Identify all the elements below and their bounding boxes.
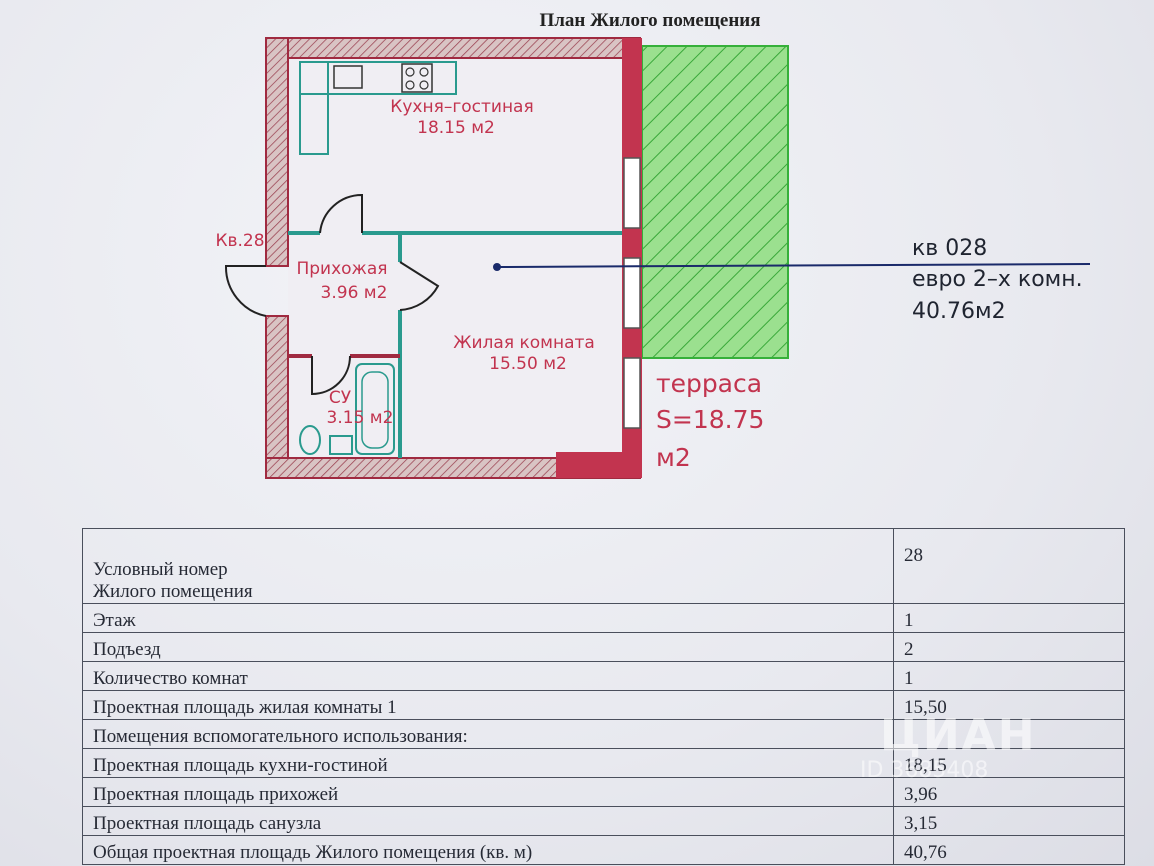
room-living-name: Жилая комната <box>453 333 595 353</box>
row-value: 3,15 <box>893 806 1125 836</box>
toilet-icon <box>299 425 321 455</box>
wall-top <box>283 37 641 59</box>
room-kitchen-name: Кухня–гостиная <box>390 97 533 117</box>
page-title: План Жилого помещения <box>539 10 761 31</box>
row-label: Количество комнат <box>82 661 894 691</box>
terrace-label: терраса <box>656 369 762 398</box>
window-1 <box>623 157 641 229</box>
terrace-area-value: S=18.75 <box>656 405 764 434</box>
row-value <box>893 719 1125 749</box>
row-value: 18,15 <box>893 748 1125 778</box>
window-3 <box>623 357 641 429</box>
row-label: Условный номер Жилого помещения <box>82 528 894 604</box>
row-value: 15,50 <box>893 690 1125 720</box>
row-label: Проектная площадь санузла <box>82 806 894 836</box>
row-value: 2 <box>893 632 1125 662</box>
callout-line2: евро 2–х комн. <box>912 267 1083 292</box>
row-value: 28 <box>893 528 1125 604</box>
apartment-tag: Кв.28 <box>215 231 264 251</box>
terrace-area <box>641 45 789 359</box>
wall-left-lower <box>265 315 289 463</box>
row-value: 1 <box>893 661 1125 691</box>
room-living-area: 15.50 м2 <box>489 354 567 374</box>
wall-left-upper <box>265 37 289 267</box>
floor-plan: Кв.28 Кухня–гостиная 18.15 м2 Прихожая 3… <box>215 37 1091 479</box>
stove-icon <box>401 63 433 93</box>
table-row: Условный номер Жилого помещения 28 <box>82 528 1125 604</box>
room-hall-name: Прихожая <box>296 259 387 279</box>
room-kitchen-area: 18.15 м2 <box>417 118 495 138</box>
room-hall-area: 3.96 м2 <box>321 283 388 303</box>
row-value: 40,76 <box>893 835 1125 865</box>
room-bath-area: 3.15 м2 <box>327 408 394 428</box>
row-label: Этаж <box>82 603 894 633</box>
row-value: 1 <box>893 603 1125 633</box>
callout-line1: кв 028 <box>912 236 987 261</box>
row-label: Общая проектная площадь Жилого помещения… <box>82 835 894 865</box>
row-label: Проектная площадь кухни-гостиной <box>82 748 894 778</box>
row-value: 3,96 <box>893 777 1125 807</box>
row-label: Помещения вспомогательного использования… <box>82 719 894 749</box>
row-label: Подъезд <box>82 632 894 662</box>
room-bath-name: СУ <box>329 388 352 408</box>
terrace-area-unit: м2 <box>656 443 691 472</box>
table-row: Помещения вспомогательного использования… <box>82 719 1125 749</box>
callout-line3: 40.76м2 <box>912 299 1006 324</box>
washbasin-icon <box>329 435 353 455</box>
table-row: Общая проектная площадь Жилого помещения… <box>82 835 1125 865</box>
window-2 <box>623 257 641 329</box>
sink-icon <box>333 65 363 89</box>
bathtub-icon <box>355 363 395 455</box>
row-label: Проектная площадь жилая комнаты 1 <box>82 690 894 720</box>
row-label: Проектная площадь прихожей <box>82 777 894 807</box>
